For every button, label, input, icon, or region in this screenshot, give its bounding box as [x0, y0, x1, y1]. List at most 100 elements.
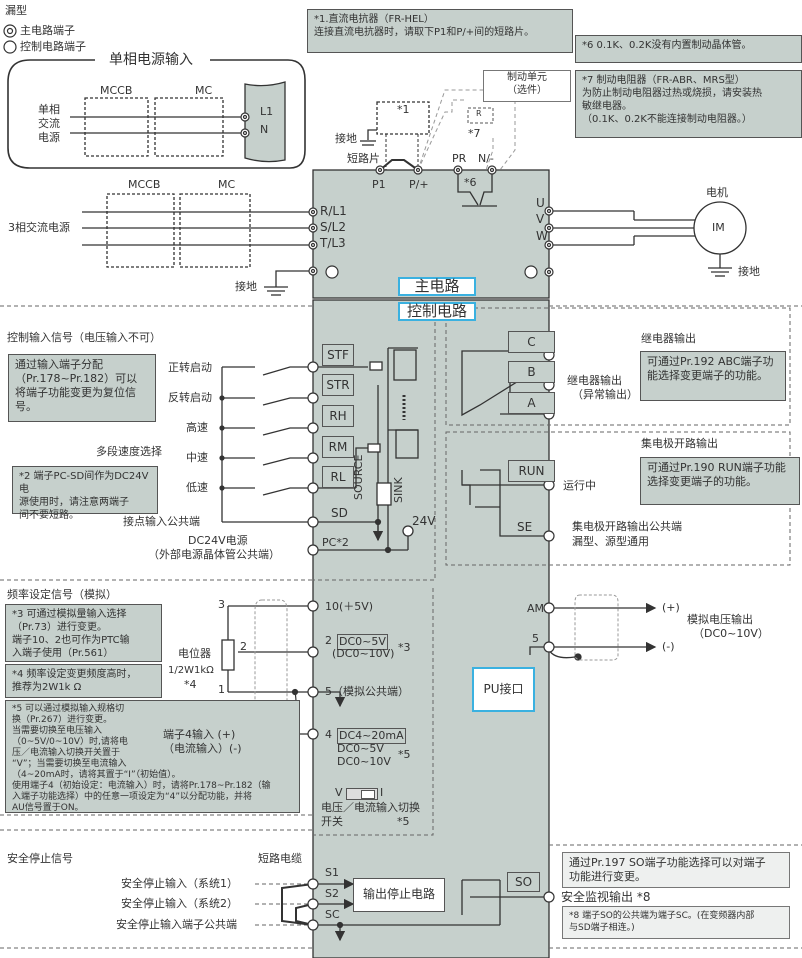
terminal-c: C — [508, 331, 555, 353]
p1-label: P1 — [372, 178, 386, 191]
switch-label-1: 电压／电流输入切换 — [321, 801, 420, 814]
ground-symbol-left — [325, 265, 339, 279]
legend-main-terminal: 主电路端子 — [20, 24, 75, 37]
note-3-marker: *3 — [398, 641, 411, 654]
single-mc-label: MC — [195, 84, 213, 97]
u-label: U — [536, 196, 545, 210]
terminal-2-range-a: DC0~5V — [337, 634, 388, 650]
high-speed-label: 高速 — [186, 421, 208, 434]
single-mccb-label: MCCB — [100, 84, 133, 97]
note-1-dc-reactor: *1.直流电抗器（FR-HEL） 连接直流电抗器时，请取下P1和P/+间的短路片… — [307, 9, 573, 53]
control-circuit-label: 控制电路 — [398, 302, 476, 321]
three-mc-label: MC — [218, 178, 236, 191]
short-cable-label: 短路电缆 — [258, 852, 302, 865]
brake-unit-label-1: 制动单元 — [507, 72, 547, 83]
three-mc-box — [179, 193, 251, 268]
three-mccb-label: MCCB — [128, 178, 161, 191]
main-terminal-symbol — [3, 24, 17, 38]
terminal-a: A — [508, 392, 555, 414]
pot-pin-3: 3 — [218, 598, 225, 611]
legend-title: 漏型 — [5, 4, 27, 17]
terminal-rl: RL — [322, 466, 354, 488]
source-label: SOURCE — [352, 454, 365, 500]
terminal-p1 — [375, 165, 385, 175]
relay-output-title: 继电器输出 — [641, 332, 696, 345]
voltage-current-switch[interactable] — [346, 788, 378, 800]
terminal-4-range-c: DC0~10V — [337, 755, 391, 768]
terminal-str: STR — [322, 374, 354, 396]
sd-label: SD — [331, 506, 348, 520]
switch-i-label: I — [380, 786, 384, 799]
relay-output-label-1: 继电器输出 — [567, 374, 622, 387]
dc-reactor-label: *1 — [397, 103, 410, 116]
note-6: *6 0.1K、0.2K没有内置制动晶体管。 — [575, 35, 802, 63]
brake-unit-box: 制动单元 （选件） — [483, 70, 571, 102]
relay-func-note: 可通过Pr.192 ABC端子功 能选择变更端子的功能。 — [640, 351, 786, 401]
control-input-title: 控制输入信号（电压输入不可） — [7, 331, 161, 344]
input-assign-note: 通过输入端子分配 （Pr.178~Pr.182）可以 将端子功能变更为复位信 号… — [8, 354, 156, 422]
relay-output-label-2: （异常输出） — [572, 388, 638, 401]
top-ground-label: 接地 — [335, 132, 357, 145]
terminal-stf: STF — [322, 344, 354, 366]
oc-common-label-1: 集电极开路输出公共端 — [572, 520, 682, 533]
potentiometer-label: 电位器 — [178, 647, 211, 660]
terminal-4-range-b: DC0~5V — [337, 742, 384, 755]
terminal-w — [544, 240, 554, 250]
terminal-b: B — [508, 361, 555, 383]
pot-pin-2: 2 — [240, 640, 247, 653]
w-label: W — [536, 229, 548, 243]
am-minus-label: (-) — [662, 640, 675, 653]
am-label: AM — [527, 602, 545, 615]
terminal-v — [544, 223, 554, 233]
pc-label: PC*2 — [322, 536, 349, 549]
analog-output-range: （DC0~10V） — [693, 627, 769, 640]
note-5: *5 可以通过模拟输入规格切 换（Pr.267）进行变更。 当需要切换至电压输入… — [5, 700, 300, 813]
forward-start-label: 正转启动 — [168, 361, 212, 374]
terminal-rh: RH — [322, 405, 354, 427]
single-source-3: 电源 — [38, 131, 60, 144]
terminal-t — [308, 240, 318, 250]
single-source-2: 交流 — [38, 117, 60, 130]
three-mccb-box — [106, 193, 175, 268]
motor-title: 电机 — [706, 186, 728, 199]
run-func-note: 可通过Pr.190 RUN端子功能 选择变更端子的功能。 — [640, 457, 800, 505]
switch-knob[interactable] — [361, 790, 375, 799]
terminal-n-label: N — [260, 123, 269, 136]
terminal-10-label: 10(＋5V) — [325, 600, 374, 613]
sc-label: SC — [325, 908, 340, 921]
terminal-run: RUN — [508, 460, 555, 482]
terminal-n — [240, 128, 250, 138]
t-label: T/L3 — [320, 236, 346, 250]
note-8: *8 端子SO的公共端为端子SC。(在变频器内部 与SD端子相连。) — [562, 906, 790, 939]
terminal-ground-right — [544, 267, 554, 277]
terminal-4-input-label: 端子4输入 (+) — [163, 728, 236, 741]
terminal-rm: RM — [322, 436, 354, 458]
dc24v-label-1: DC24V电源 — [188, 534, 248, 547]
terminal-p-plus — [413, 165, 423, 175]
analog-output-title: 模拟电压输出 — [687, 613, 753, 626]
p-plus-label: P/+ — [409, 178, 429, 191]
brake-unit-label-2: （选件） — [507, 85, 547, 96]
terminal-r — [308, 207, 318, 217]
safety-input-2-label: 安全停止输入（系统2） — [121, 897, 238, 910]
note-4: *4 频率设定变更频度高时， 推荐为2W1k Ω — [5, 664, 162, 698]
n-minus-label: N/- — [478, 152, 494, 165]
note-7-marker: *7 — [468, 127, 481, 140]
terminal-u — [544, 206, 554, 216]
potentiometer-spec: 1/2W1kΩ — [168, 665, 214, 676]
single-mccb-box — [84, 97, 149, 157]
v24-label: 24V — [412, 514, 436, 528]
single-source-1: 单相 — [38, 103, 60, 116]
am-plus-label: (+) — [662, 601, 680, 614]
so-func-note: 通过Pr.197 SO端子功能选择可以对端子 功能进行变更。 — [562, 852, 790, 888]
pu-port[interactable]: PU接口 — [472, 667, 535, 712]
s1-label: S1 — [325, 866, 339, 879]
am-five-label: 5 — [532, 632, 539, 645]
oc-common-label-2: 漏型、源型通用 — [572, 535, 649, 548]
single-mc-box — [154, 97, 224, 157]
potentiometer — [221, 639, 235, 671]
safety-input-1-label: 安全停止输入（系统1） — [121, 877, 238, 890]
oc-output-title: 集电极开路输出 — [641, 437, 718, 450]
contact-common-label: 接点输入公共端 — [123, 515, 200, 528]
terminal-so: SO — [507, 872, 540, 892]
